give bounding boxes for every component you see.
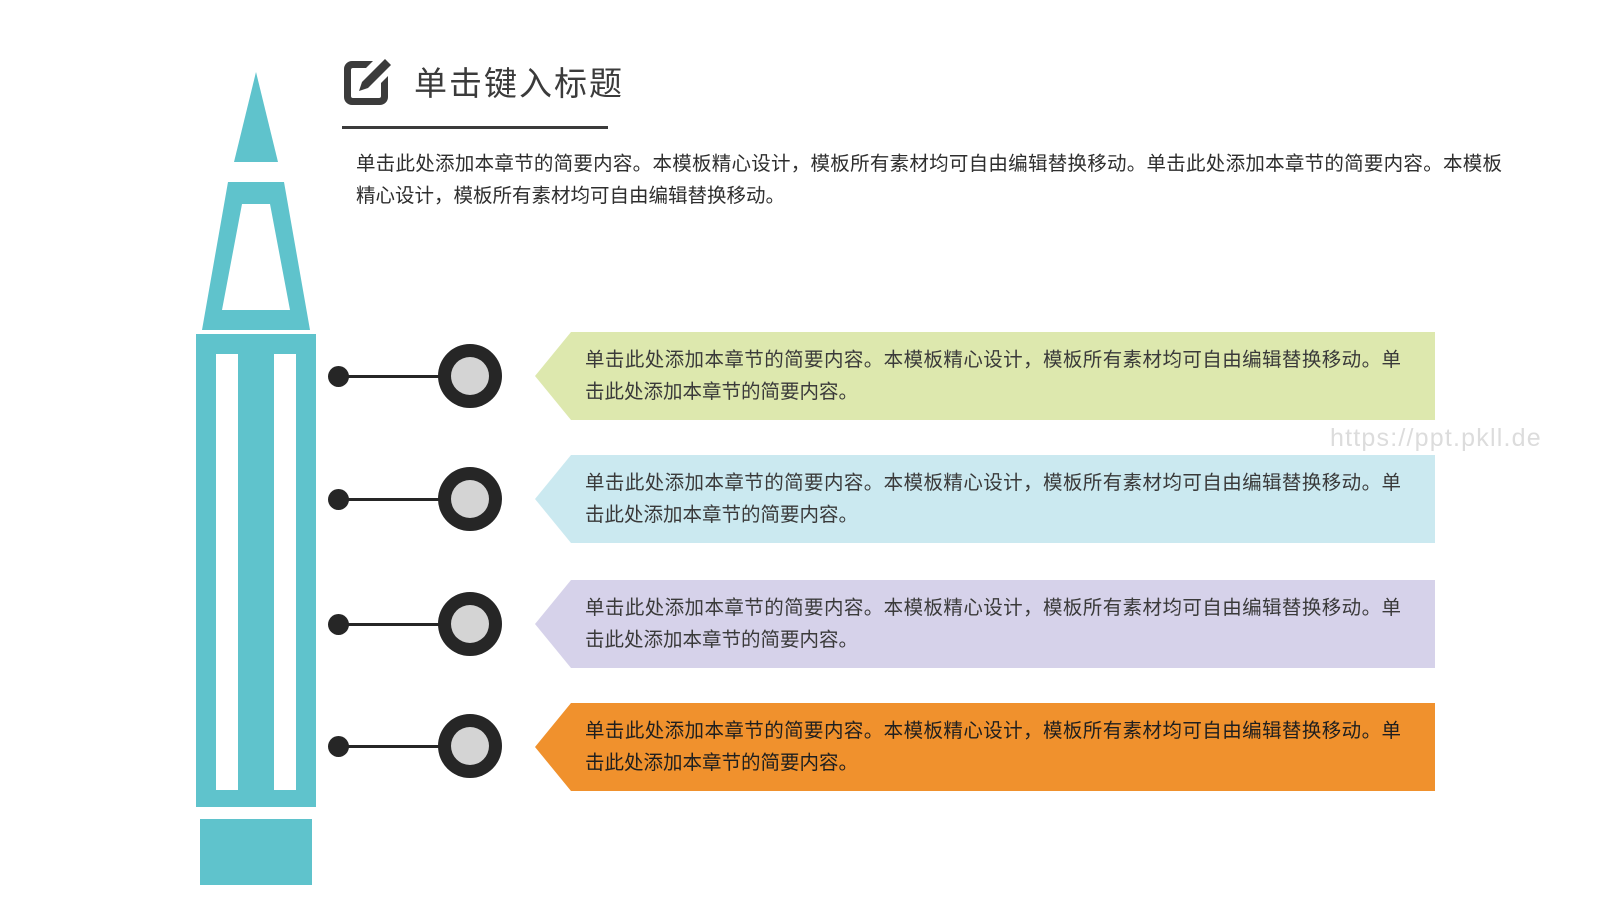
content-banner-4-text: 单击此处添加本章节的简要内容。本模板精心设计，模板所有素材均可自由编辑替换移动。…	[585, 720, 1401, 774]
connector-1	[328, 344, 548, 408]
pencil-wood-cone	[202, 182, 310, 330]
connector-dot-icon	[328, 489, 349, 510]
connector-line	[345, 375, 457, 378]
content-banner-2-text: 单击此处添加本章节的简要内容。本模板精心设计，模板所有素材均可自由编辑替换移动。…	[585, 472, 1401, 526]
connector-ring-icon[interactable]	[438, 592, 502, 656]
page-subtitle: 单击此处添加本章节的简要内容。本模板精心设计，模板所有素材均可自由编辑替换移动。…	[356, 153, 1502, 207]
page-title: 单击键入标题	[414, 64, 624, 102]
connector-ring-icon[interactable]	[438, 467, 502, 531]
connector-dot-icon	[328, 736, 349, 757]
connector-ring-icon[interactable]	[438, 714, 502, 778]
content-banner-2[interactable]: 单击此处添加本章节的简要内容。本模板精心设计，模板所有素材均可自由编辑替换移动。…	[535, 455, 1435, 543]
connector-line	[345, 498, 457, 501]
connector-dot-icon	[328, 614, 349, 635]
connector-line	[345, 745, 457, 748]
pencil-illustration	[196, 72, 316, 885]
title-row: 单击键入标题	[340, 52, 1500, 114]
connector-ring-icon[interactable]	[438, 344, 502, 408]
connector-dot-icon	[328, 366, 349, 387]
content-banner-3[interactable]: 单击此处添加本章节的简要内容。本模板精心设计，模板所有素材均可自由编辑替换移动。…	[535, 580, 1435, 668]
connector-3	[328, 592, 548, 656]
watermark: https://ppt.pkll.de	[1330, 424, 1542, 452]
content-banner-4[interactable]: 单击此处添加本章节的简要内容。本模板精心设计，模板所有素材均可自由编辑替换移动。…	[535, 703, 1435, 791]
connector-2	[328, 467, 548, 531]
content-banner-3-text: 单击此处添加本章节的简要内容。本模板精心设计，模板所有素材均可自由编辑替换移动。…	[585, 597, 1401, 651]
pencil-ferrule	[200, 819, 312, 885]
header: 单击键入标题 单击此处添加本章节的简要内容。本模板精心设计，模板所有素材均可自由…	[340, 52, 1502, 207]
edit-pencil-square-icon	[344, 59, 391, 105]
content-banner-1[interactable]: 单击此处添加本章节的简要内容。本模板精心设计，模板所有素材均可自由编辑替换移动。…	[535, 332, 1435, 420]
connector-4	[328, 714, 548, 778]
content-banner-1-text: 单击此处添加本章节的简要内容。本模板精心设计，模板所有素材均可自由编辑替换移动。…	[585, 349, 1401, 403]
connector-line	[345, 623, 457, 626]
title-underline	[342, 126, 608, 129]
pencil-tip-graphite	[234, 72, 278, 162]
pencil-body	[196, 334, 316, 807]
